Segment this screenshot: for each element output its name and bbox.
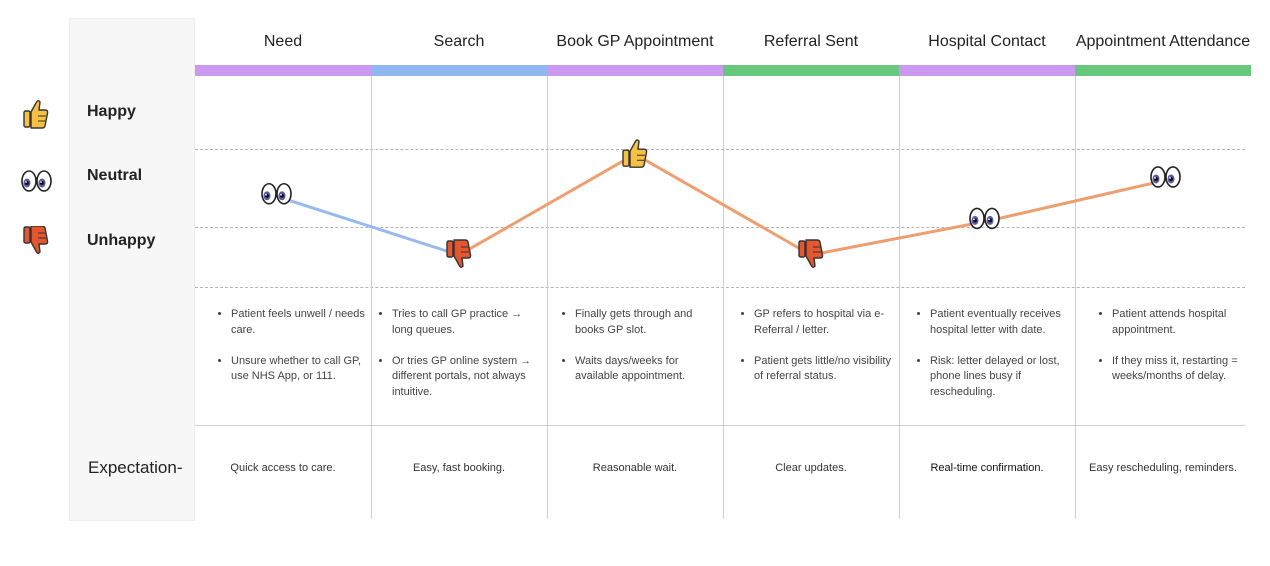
thumbs-down-icon	[23, 226, 49, 254]
stage-notes: Patient feels unwell / needs care. Unsur…	[215, 307, 373, 400]
stage-title: Search	[433, 33, 485, 50]
mood-label-neutral: Neutral	[87, 167, 143, 184]
stage-color-band	[899, 65, 1075, 76]
mood-label-happy: Happy	[87, 103, 136, 120]
note-item: Finally gets through and books GP slot.	[575, 307, 717, 339]
thumbs-down-icon	[798, 239, 824, 268]
journey-segment	[809, 219, 988, 257]
eyes-icon	[969, 207, 1000, 230]
row-labels-panel	[69, 18, 195, 521]
guide-line-unhappy	[195, 227, 1245, 228]
note-item: Patient gets little/no visibility of ref…	[754, 354, 896, 386]
guide-line-neutral	[195, 149, 1245, 150]
note-item: Risk: letter delayed or lost, phone line…	[930, 354, 1072, 401]
stage-title: Hospital Contact	[928, 33, 1046, 50]
thumbs-up-icon	[23, 100, 49, 129]
note-item: Or tries GP online system → different po…	[392, 354, 534, 401]
note-item: If they miss it, restarting = weeks/mont…	[1112, 354, 1254, 386]
journey-segment	[457, 152, 637, 257]
eyes-icon	[21, 170, 52, 192]
expectation-divider	[195, 425, 1245, 426]
expectation-row-label: Expectation-	[88, 458, 183, 477]
stage-expectation: Reasonable wait.	[592, 462, 678, 474]
stage-notes: Patient eventually receives hospital let…	[914, 307, 1072, 416]
stage-color-band	[195, 65, 371, 76]
journey-segment	[984, 178, 1169, 223]
stage-color-band	[547, 65, 723, 76]
column-divider	[1075, 76, 1076, 519]
column-divider	[547, 76, 548, 519]
stage-title: Book GP Appointment	[556, 33, 714, 50]
stage-notes: Tries to call GP practice → long queues.…	[376, 307, 534, 416]
stage-notes: Finally gets through and books GP slot. …	[559, 307, 717, 400]
stage-color-band	[723, 65, 899, 76]
stage-title: Appointment Attendance	[1075, 33, 1251, 50]
column-divider	[899, 76, 900, 519]
note-item: Patient eventually receives hospital let…	[930, 307, 1072, 339]
stage-color-band	[1075, 65, 1251, 76]
thumbs-up-icon	[622, 139, 648, 168]
note-item: Patient feels unwell / needs care.	[231, 307, 373, 339]
stage-title: Referral Sent	[763, 33, 859, 50]
stage-expectation: Easy, fast booking.	[412, 462, 506, 474]
column-divider	[723, 76, 724, 519]
thumbs-down-icon	[446, 239, 472, 268]
note-item: Patient attends hospital appointment.	[1112, 307, 1254, 339]
stage-expectation: Real-time confirmation.	[930, 462, 1044, 474]
mood-label-unhappy: Unhappy	[87, 232, 156, 249]
stage-expectation: Quick access to care.	[230, 462, 336, 474]
note-item: GP refers to hospital via e-Referral / l…	[754, 307, 896, 339]
note-item: Unsure whether to call GP, use NHS App, …	[231, 354, 373, 386]
journey-segment	[633, 152, 813, 257]
journey-segment	[276, 195, 461, 257]
stage-notes: Patient attends hospital appointment. If…	[1096, 307, 1254, 400]
note-item: Waits days/weeks for available appointme…	[575, 354, 717, 386]
note-item: Tries to call GP practice → long queues.	[392, 307, 534, 339]
stage-title: Need	[263, 33, 303, 50]
stage-notes: GP refers to hospital via e-Referral / l…	[738, 307, 896, 400]
stage-expectation: Easy rescheduling, reminders.	[1089, 462, 1237, 474]
column-divider	[371, 76, 372, 519]
stage-expectation: Clear updates.	[775, 462, 847, 474]
eyes-icon	[1150, 166, 1181, 188]
guide-line-bottom	[195, 287, 1245, 288]
stage-color-band	[371, 65, 547, 76]
eyes-icon	[261, 182, 292, 205]
